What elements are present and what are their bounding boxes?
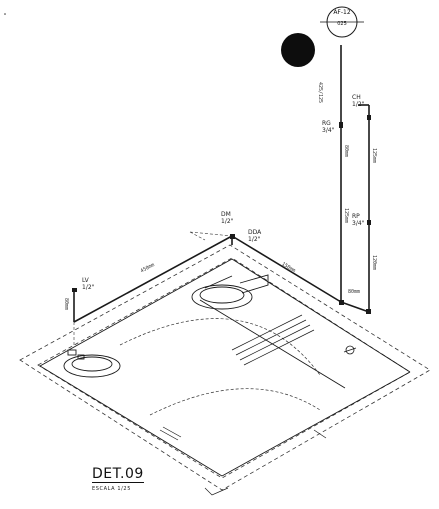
supply-piping	[73, 45, 370, 323]
label-dda-size: 1/2"	[248, 236, 261, 243]
label-dm-size: 1/2"	[221, 218, 234, 225]
label-rg: RG	[322, 120, 331, 127]
detail-scale: ESCALA 1/25	[92, 486, 131, 492]
riser-badge-number: 025	[337, 21, 347, 27]
riser-badge-icon	[320, 6, 364, 38]
label-rp-size: 3/4"	[352, 220, 365, 227]
dim-right-upper: 125mm	[371, 148, 377, 164]
bench-stripe	[231, 314, 315, 366]
label-rg-size: 3/4"	[322, 127, 335, 134]
label-lv: LV	[82, 277, 89, 284]
riser-badge-code: AF-12	[333, 9, 351, 16]
dim-bottom-riser: 80mm	[348, 289, 361, 295]
dim-right-lower: 120mm	[371, 255, 377, 271]
label-lv-size: 1/2"	[82, 284, 95, 291]
label-rp: RP	[352, 213, 360, 220]
label-ch: CH	[352, 94, 361, 101]
toilet-fixture	[191, 274, 269, 310]
floor-drain	[343, 345, 357, 355]
label-dm: DM	[221, 211, 231, 218]
arc-partitions	[119, 318, 321, 416]
projection-lines	[73, 231, 233, 345]
detail-title: DET.09	[92, 466, 144, 483]
door-threshold	[159, 426, 327, 496]
washbasin-fixture	[63, 349, 121, 378]
floor-slab-outline	[19, 244, 431, 491]
label-dda: DDA	[248, 229, 262, 236]
dim-riser-lower: 125mm	[343, 208, 349, 224]
black-dot-marker-icon	[281, 33, 315, 67]
stray-mark	[4, 13, 6, 15]
pipe-fittings	[72, 115, 371, 314]
dim-lv-drop: 80mm	[63, 298, 69, 311]
label-ch-size: 1/2"	[352, 101, 365, 108]
dim-riser-mid: 80mm	[343, 145, 349, 158]
room-walls	[39, 258, 411, 477]
dim-riser-upper: 425/125	[317, 82, 323, 104]
